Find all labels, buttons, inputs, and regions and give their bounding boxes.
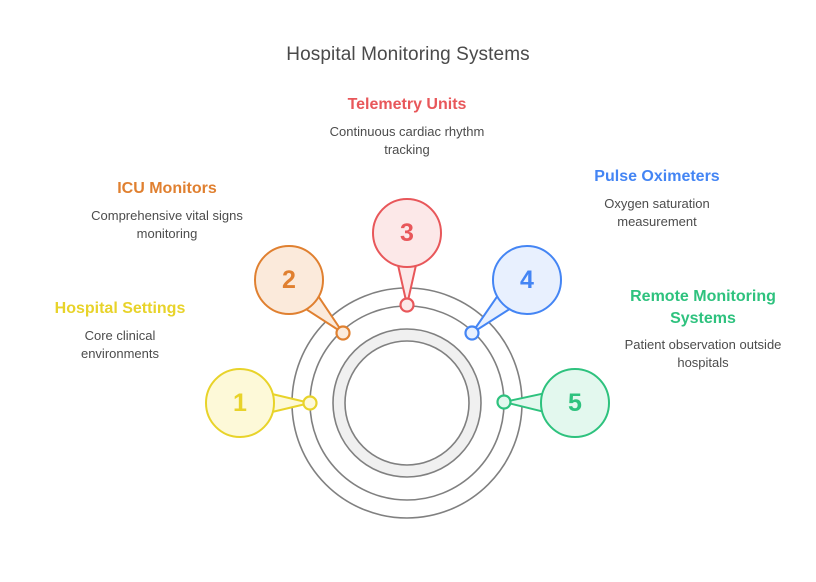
callout-tail-1 bbox=[271, 393, 311, 413]
ring-dot-3[interactable] bbox=[399, 297, 415, 313]
callout-number-2: 2 bbox=[282, 265, 296, 294]
callout-tail-3 bbox=[397, 264, 417, 306]
label-desc-5: Patient observation outside hospitals bbox=[624, 337, 782, 371]
label-block-4: Pulse Oximeters Oxygen saturation measur… bbox=[572, 166, 742, 231]
callout-bubble-1[interactable]: 1 bbox=[205, 368, 275, 438]
label-heading-2: ICU Monitors bbox=[117, 180, 217, 197]
ring-middle-ring bbox=[309, 305, 505, 501]
callout-bubble-5[interactable]: 5 bbox=[540, 368, 610, 438]
ring-inner-band-outer bbox=[332, 328, 482, 478]
callout-bubble-4[interactable]: 4 bbox=[492, 245, 562, 315]
label-block-5: Remote Monitoring Systems Patient observ… bbox=[618, 286, 788, 373]
label-heading-3: Telemetry Units bbox=[347, 96, 467, 113]
callout-number-5: 5 bbox=[568, 388, 582, 417]
ring-dot-4[interactable] bbox=[464, 325, 480, 341]
label-desc-3: Continuous cardiac rhythm tracking bbox=[329, 123, 485, 157]
label-desc-2: Comprehensive vital signs monitoring bbox=[91, 207, 243, 241]
callout-bubble-3[interactable]: 3 bbox=[372, 198, 442, 268]
ring-outer-ring bbox=[291, 287, 523, 519]
callout-bubble-2[interactable]: 2 bbox=[254, 245, 324, 315]
label-desc-1: Core clinical environments bbox=[80, 327, 160, 361]
label-heading-1: Hospital Settings bbox=[54, 300, 186, 317]
callout-number-1: 1 bbox=[233, 388, 247, 417]
callout-number-3: 3 bbox=[400, 218, 414, 247]
ring-dot-5[interactable] bbox=[496, 394, 512, 410]
page-title: Hospital Monitoring Systems bbox=[286, 44, 530, 65]
label-block-2: ICU Monitors Comprehensive vital signs m… bbox=[82, 178, 252, 243]
label-heading-4: Pulse Oximeters bbox=[594, 168, 720, 185]
ring-dot-2[interactable] bbox=[335, 325, 351, 341]
callout-tail-5 bbox=[503, 392, 545, 413]
callout-number-4: 4 bbox=[520, 265, 534, 294]
ring-dot-1[interactable] bbox=[302, 395, 318, 411]
label-block-1: Hospital Settings Core clinical environm… bbox=[44, 298, 196, 363]
label-heading-5: Remote Monitoring Systems bbox=[630, 288, 776, 327]
ring-inner-band-inner bbox=[344, 340, 470, 466]
label-desc-4: Oxygen saturation measurement bbox=[604, 195, 710, 229]
label-block-3: Telemetry Units Continuous cardiac rhyth… bbox=[322, 94, 492, 159]
